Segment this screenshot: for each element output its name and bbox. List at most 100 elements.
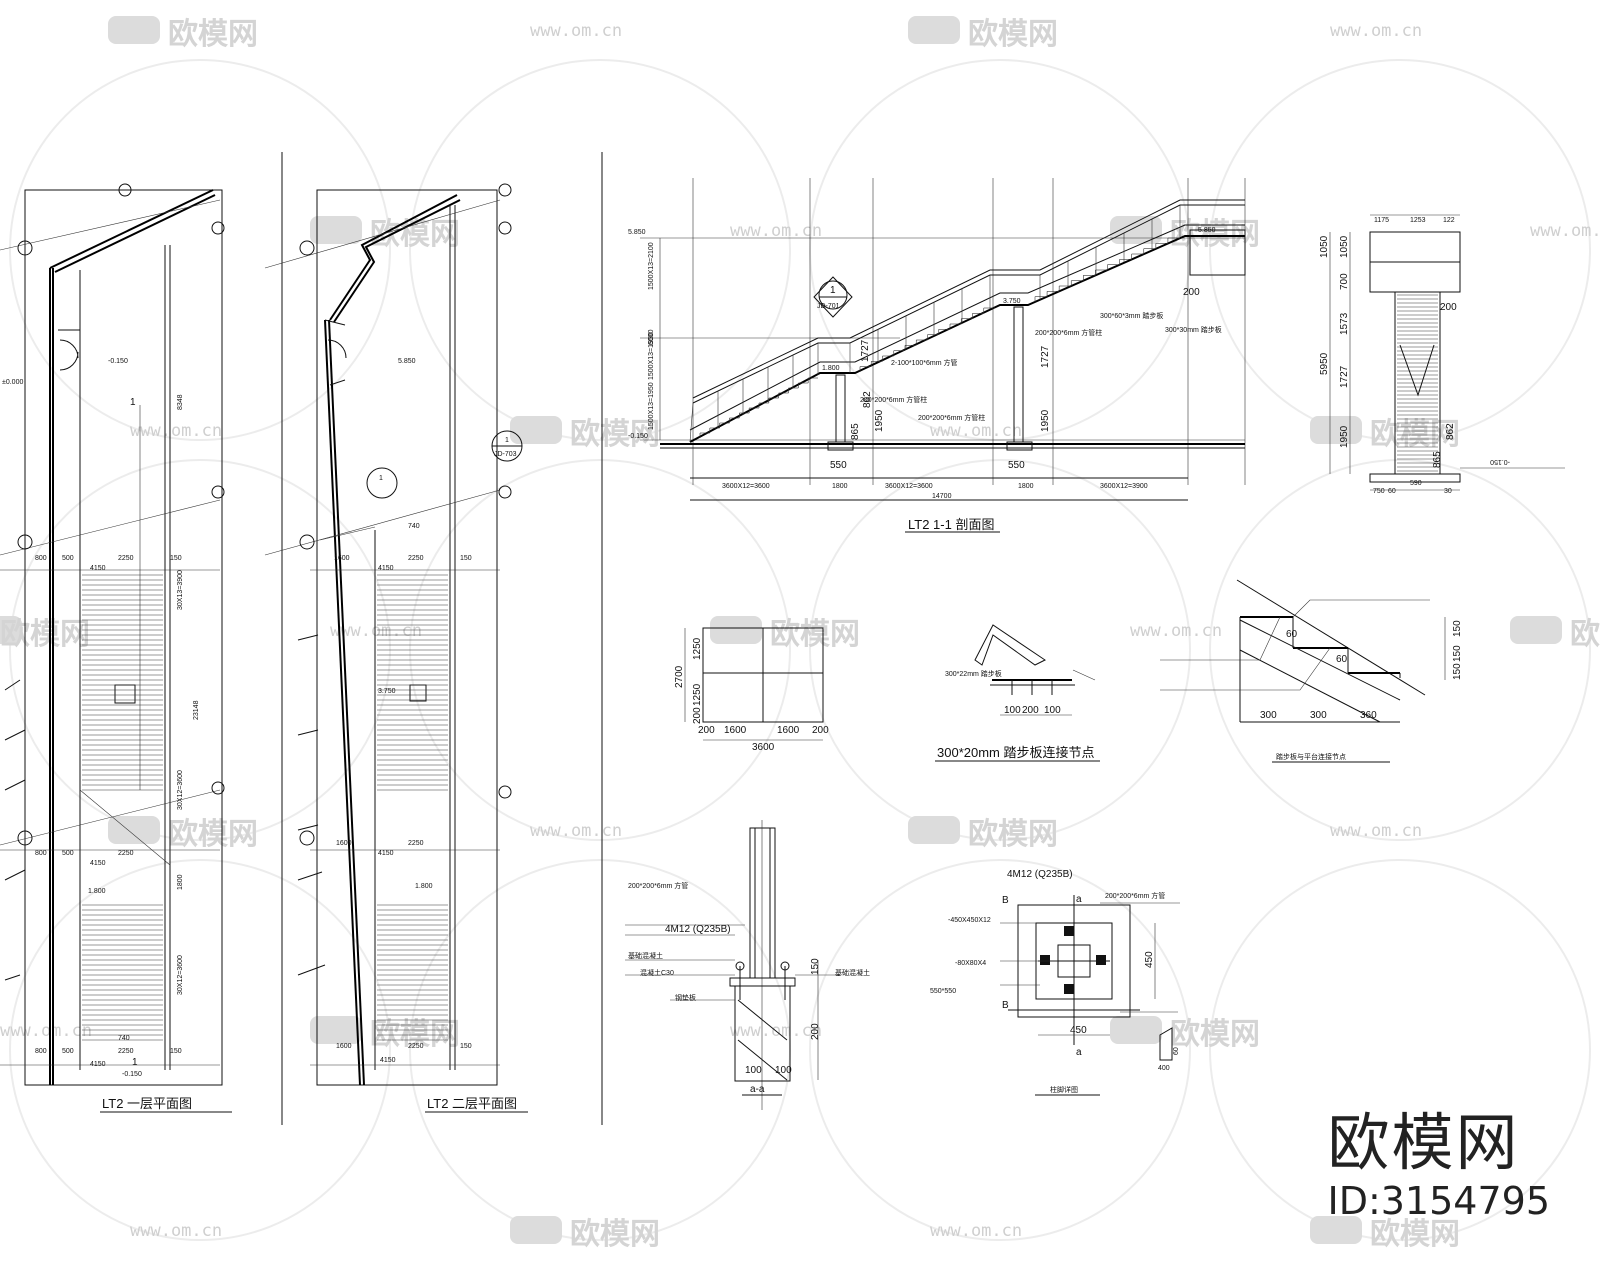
section-vert-3: 1500X13=1950 (648, 332, 655, 380)
elev-bottom-dim-2: 60 (1388, 488, 1396, 495)
tread-joint-note: 300*22mm 踏步板 (945, 669, 1002, 678)
svg-text:欧模网: 欧模网 (968, 18, 1058, 51)
column-dim-h2: 200 (810, 1023, 821, 1040)
step-dim-1: 300 (1260, 710, 1277, 721)
base-pad-dim-2: 400 (1158, 1065, 1170, 1072)
watermark-logo: 欧模网 (310, 1016, 460, 1051)
section-elev-right: 5.850 (1198, 227, 1216, 234)
plan2-callout-ref: JD-703 (494, 451, 517, 458)
tread-step-detail: 300 300 360 60 60 150 150 150 踏步板与平台连接节点 (1160, 579, 1463, 763)
plate-dim-h2: 1250 (692, 683, 703, 706)
watermark-url: www.om.cn (330, 621, 422, 641)
base-dim-w: 450 (1070, 1025, 1087, 1036)
section-column-1 (835, 374, 846, 443)
watermark-url: www.om.cn (1330, 21, 1422, 41)
svg-text:欧模网: 欧模网 (168, 818, 258, 851)
tread-joint-dim-2: 200 (1022, 705, 1039, 716)
column-dim-w1: 100 (745, 1065, 762, 1076)
plan2-elev-low: 1.800 (415, 883, 433, 890)
svg-text:欧模网: 欧模网 (0, 618, 90, 651)
plan1-elev-bot: -0.150 (122, 1071, 142, 1078)
watermark-layer: 欧模网 欧模网 www.om.cn www.om.cn 欧模网 欧模网 www.… (0, 16, 1600, 1251)
elev-left-dim-7: 865 (1432, 451, 1443, 468)
section-callout-bubble (818, 280, 848, 310)
plan1-dim-2250c: 2250 (118, 1048, 134, 1055)
svg-text:欧模网: 欧模网 (570, 1218, 660, 1251)
watermark-url: www.om.cn (930, 1221, 1022, 1241)
elev-bottom-dim-4: 30 (1444, 488, 1452, 495)
plan2-dim-150c: 150 (460, 1043, 472, 1050)
svg-text:欧模网: 欧模网 (370, 1018, 460, 1051)
plan1-dim-4150c: 4150 (90, 1061, 106, 1068)
column-base-section: 200*200*6mm 方管 4M12 (Q235B) 基础混凝土 混凝土C30… (625, 820, 870, 1110)
plan2-dim-150a: 150 (460, 555, 472, 562)
base-mark-b1: B (1002, 895, 1009, 906)
base-plan-title: 柱脚详图 (1050, 1085, 1078, 1094)
column-note-1: 200*200*6mm 方管 (628, 881, 688, 890)
plan2-dim-1600c: 1600 (336, 1043, 352, 1050)
section-dim-550a: 550 (830, 460, 847, 471)
section-note-6: 200*200*6mm 方管柱 (918, 413, 985, 422)
section-note-3: 2-100*100*6mm 方管 (891, 358, 958, 367)
plan2-dim-2250c: 2250 (408, 1043, 424, 1050)
step-dim-r3: 150 (1452, 663, 1463, 680)
svg-text:欧模网: 欧模网 (968, 818, 1058, 851)
plate-dim-h3: 200 (692, 707, 703, 724)
svg-text:欧模网: 欧模网 (1170, 218, 1260, 251)
watermark-logo: 欧模网 (1310, 1216, 1460, 1251)
plan2-elev-mid: 3.750 (378, 688, 396, 695)
section-baluster (689, 402, 694, 443)
step-dim-r2: 150 (1452, 645, 1463, 662)
side-elevation-view: 1175 1253 122 1050 1050 700 1573 1727 19… (1319, 214, 1565, 495)
plan1-treads-run-1 (82, 574, 163, 791)
plan2-treads-run-2 (377, 904, 448, 1041)
plan1-dim-740: 740 (118, 1035, 130, 1042)
section-callout-ref: JD-701 (817, 303, 840, 310)
section-elev-mid: 3.750 (1003, 298, 1021, 305)
tread-joint-dim-3: 100 (1044, 705, 1061, 716)
watermark-logo: 欧模网 (1310, 416, 1460, 451)
plan1-dim-run1: 30X13=3900 (177, 570, 184, 610)
elev-hatch (1397, 294, 1438, 472)
base-plate-note: -450X450X12 (948, 917, 991, 924)
column-note-2: 4M12 (Q235B) (665, 924, 731, 935)
step-dim-mid-1: 60 (1286, 629, 1298, 640)
base-bolt-note: 4M12 (Q235B) (1007, 869, 1073, 880)
elev-left-dim-5: 1727 (1339, 365, 1350, 388)
column-note-4: 混凝土C30 (640, 968, 674, 977)
watermark-logo: 欧模网 (0, 616, 90, 651)
plan1-dim-total: 23148 (193, 700, 200, 720)
plate-dim-w1: 200 (698, 725, 715, 736)
step-dim-mid-2: 60 (1336, 654, 1348, 665)
column-note-6: 基础混凝土 (835, 968, 870, 977)
plan2-elev-top: 5.850 (398, 358, 416, 365)
section-note-5: 200*200*6mm 方管柱 (860, 395, 927, 404)
section-elev-base: -0.150 (628, 433, 648, 440)
section-dim-1727b: 1727 (1040, 345, 1051, 368)
step-dim-3: 360 (1360, 710, 1377, 721)
plate-dim-w4: 200 (812, 725, 829, 736)
plan1-dim-2250a: 2250 (118, 555, 134, 562)
section-note-2: 300*30mm 踏步板 (1165, 325, 1222, 334)
plan1-dim-4150a: 4150 (90, 565, 106, 572)
plan1-elev-top: -0.150 (108, 358, 128, 365)
view-separators (281, 152, 603, 1125)
base-pad-dim: 60 (1173, 1047, 1180, 1055)
watermark-logo: 欧模网 (710, 616, 860, 651)
plan1-treads-run-2 (82, 904, 163, 1041)
elev-top-dim-2: 1253 (1410, 217, 1426, 224)
tread-joint-dim-1: 100 (1004, 705, 1021, 716)
plan-view-floor-2: 1 1 JD-703 5.850 3.750 1.800 1600 4150 2… (264, 183, 528, 1113)
plan1-dim-800c: 800 (35, 1048, 47, 1055)
watermark-logo: 欧模网 (908, 16, 1058, 51)
plate-dim-total-h: 2700 (674, 665, 685, 688)
watermark-logo: 欧模网 (1110, 216, 1260, 251)
plan1-dim-side: 8348 (177, 394, 184, 410)
plate-dim-h1: 1250 (692, 637, 703, 660)
plan2-callout-bubble (366, 467, 398, 499)
svg-text:欧模网: 欧模网 (168, 18, 258, 51)
section-bottom-dim-3: 3600X12=3600 (885, 483, 933, 490)
plan2-dim-2250b: 2250 (408, 840, 424, 847)
elev-left-dim-1: 1050 (1319, 235, 1330, 258)
